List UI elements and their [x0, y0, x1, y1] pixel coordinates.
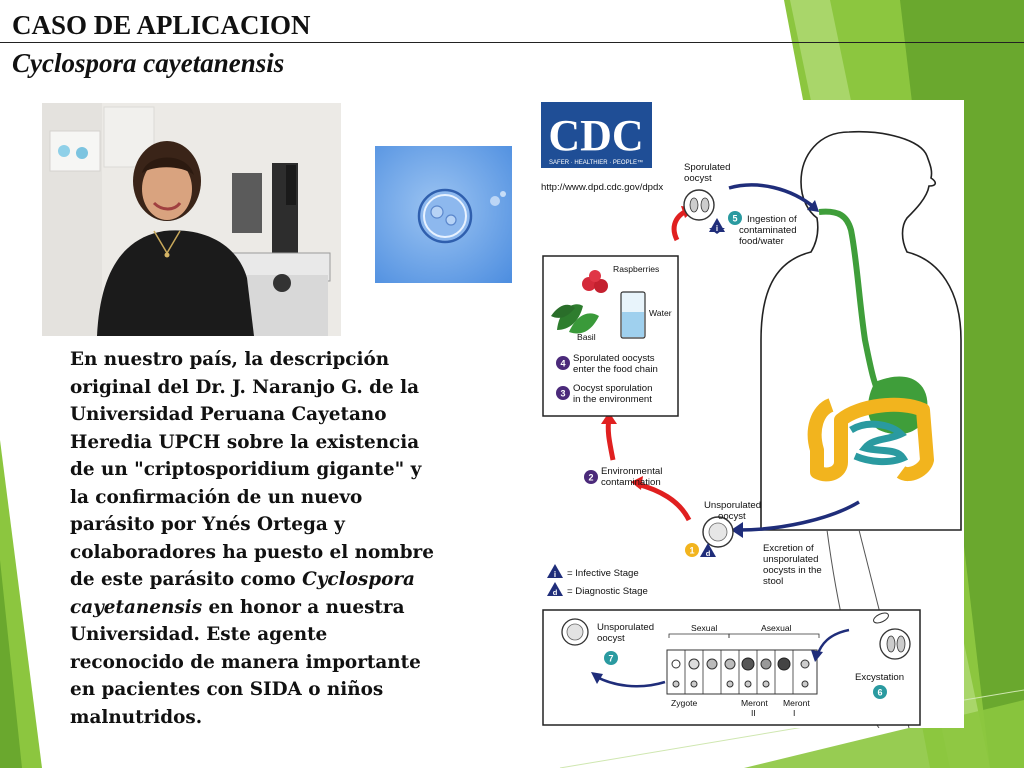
asexual-label: Asexual — [761, 623, 792, 633]
paragraph-line-14: malnutridos. — [70, 706, 203, 728]
cdc-url: http://www.dpd.cdc.gov/dpdx — [541, 182, 663, 193]
paragraph-italic-species: cayetanensis — [70, 596, 203, 618]
legend-infective: = Infective Stage — [567, 568, 639, 579]
step1-label-2: unsporulated — [763, 554, 818, 565]
step5-label-2: contaminated — [739, 225, 797, 236]
paragraph-line-5: de un "criptosporidium gigante" y — [70, 459, 422, 480]
step4-number: 4 — [560, 359, 565, 369]
zygote-label: Zygote — [671, 698, 697, 708]
step3-number: 3 — [560, 389, 565, 399]
basil-label: Basil — [577, 332, 596, 342]
step5-number: 5 — [732, 214, 737, 224]
unsporulated-label-2: oocyst — [718, 511, 746, 522]
unsporulated-label-1: Unsporulated — [704, 500, 761, 511]
cdc-logo-text: CDC — [548, 111, 643, 160]
water-label: Water — [649, 308, 672, 318]
legend-diagnostic-marker: d — [553, 588, 558, 597]
lower-unsporulated-2: oocyst — [597, 633, 625, 644]
page-title: CASO DE APLICACION — [12, 10, 311, 40]
paragraph-line-8: colaboradores ha puesto el nombre — [70, 541, 434, 563]
meront1-label: Meront — [783, 698, 810, 708]
description-paragraph: En nuestro país, la descripción original … — [70, 346, 500, 731]
cdc-tagline: SAFER · HEALTHIER · PEOPLE™ — [549, 159, 643, 166]
meront2-label: Meront — [741, 698, 768, 708]
step5-infective-marker: i — [716, 224, 718, 233]
paragraph-line-4: Heredia UPCH sobre la existencia — [70, 431, 420, 453]
step1-diagnostic-marker: d — [706, 549, 711, 558]
sexual-label: Sexual — [691, 623, 717, 633]
step3-label-2: in the environment — [573, 394, 652, 405]
step5-label-1: Ingestion of — [747, 214, 797, 225]
paragraph-line-7: parásito por Ynés Ortega y — [70, 514, 345, 535]
excystation-label: Excystation — [855, 672, 904, 683]
paragraph-line-1: En nuestro país, la descripción — [70, 349, 390, 370]
step2-number: 2 — [588, 473, 593, 483]
step1-label-1: Excretion of — [763, 543, 814, 554]
paragraph-line-6: la confirmación de un nuevo — [70, 486, 363, 508]
lower-unsporulated-1: Unsporulated — [597, 622, 654, 633]
life-cycle-diagram: CDC SAFER · HEALTHIER · PEOPLE™ http://w… — [529, 100, 964, 728]
paragraph-line-11: Universidad. Este agente — [70, 624, 328, 645]
paragraph-line-2: original del Dr. J. Naranjo G. de la — [70, 376, 419, 398]
step1-number: 1 — [689, 546, 694, 556]
sporulated-label-1: Sporulated — [684, 162, 730, 173]
step4-label-1: Sporulated oocysts — [573, 353, 655, 364]
step2-label-1: Environmental — [601, 466, 662, 477]
step1-label-4: stool — [763, 576, 783, 587]
paragraph-line-13: en pacientes con SIDA o niños — [70, 679, 384, 700]
meront2-label-number: II — [751, 708, 756, 718]
legend-infective-marker: i — [554, 570, 556, 579]
paragraph-italic-genus: Cyclospora — [302, 569, 415, 590]
step4-label-2: enter the food chain — [573, 364, 658, 375]
page-subtitle: Cyclospora cayetanensis — [12, 48, 285, 78]
step3-label-1: Oocyst sporulation — [573, 383, 652, 394]
step6-number: 6 — [877, 688, 882, 698]
legend-diagnostic: = Diagnostic Stage — [567, 586, 648, 597]
step7-number: 7 — [608, 654, 613, 664]
title-divider — [0, 42, 1024, 43]
paragraph-line-3: Universidad Peruana Cayetano — [70, 404, 387, 425]
intestinal-epithelium — [666, 649, 818, 695]
step2-label-2: contamination — [601, 477, 661, 488]
paragraph-line-9: de este parásito como — [70, 569, 303, 590]
researcher-photo — [42, 103, 341, 336]
paragraph-line-10: en honor a nuestra — [202, 596, 405, 618]
cdc-logo: CDC SAFER · HEALTHIER · PEOPLE™ — [541, 102, 652, 168]
paragraph-line-12: reconocido de manera importante — [70, 651, 421, 673]
step1-label-3: oocysts in the — [763, 565, 822, 576]
oocyst-microscopy-image — [375, 146, 512, 283]
step5-label-3: food/water — [739, 236, 785, 247]
meront1-label-number: I — [793, 708, 795, 718]
raspberries-label: Raspberries — [613, 264, 659, 274]
sporulated-label-2: oocyst — [684, 173, 712, 184]
